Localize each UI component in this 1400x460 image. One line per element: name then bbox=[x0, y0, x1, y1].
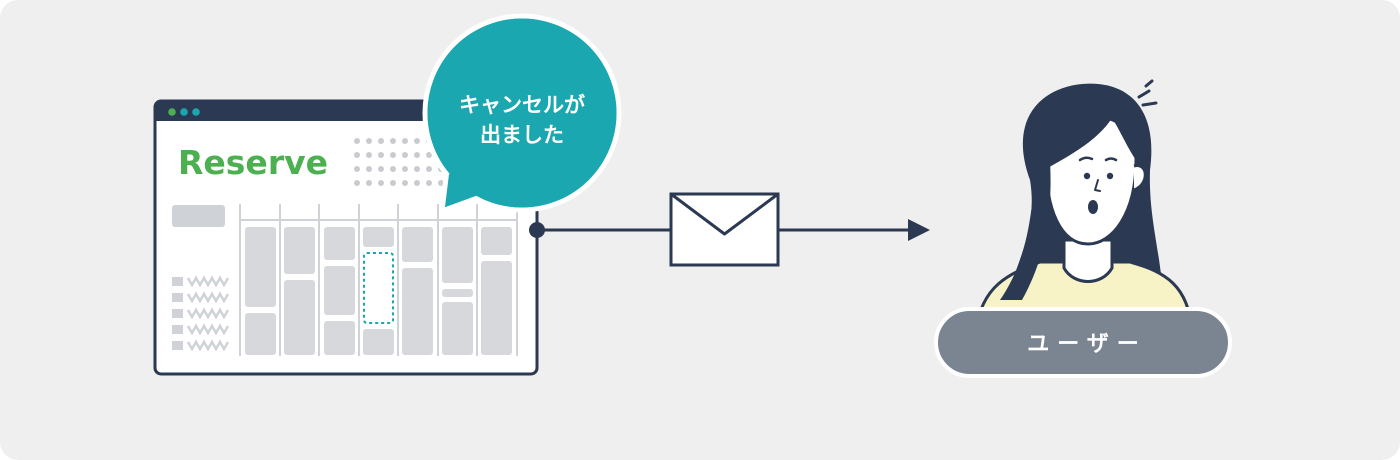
grid-dot bbox=[354, 138, 360, 144]
sidebar-list bbox=[172, 275, 230, 352]
sidebar-item-placeholder-text bbox=[186, 275, 230, 288]
sidebar-item-placeholder-text bbox=[186, 307, 230, 320]
grid-dot bbox=[378, 152, 384, 158]
calendar-grid bbox=[239, 204, 518, 356]
grid-dot bbox=[366, 138, 372, 144]
cancellation-speech-bubble: キャンセルが 出ました bbox=[422, 13, 622, 214]
sidebar-item-marker bbox=[172, 309, 183, 318]
sidebar-item-placeholder-text bbox=[186, 323, 230, 336]
grid-dot bbox=[438, 180, 444, 186]
app-logo: Reserve bbox=[178, 143, 328, 182]
grid-dot bbox=[414, 166, 420, 172]
grid-dot bbox=[414, 152, 420, 158]
grid-dot bbox=[378, 180, 384, 186]
sidebar-item-placeholder-text bbox=[186, 291, 230, 304]
arrow-right-icon bbox=[908, 219, 930, 241]
sidebar-item-marker bbox=[172, 293, 183, 302]
window-dots-icon bbox=[168, 108, 200, 116]
grid-dot bbox=[366, 166, 372, 172]
connector-node bbox=[529, 222, 545, 238]
grid-dot bbox=[354, 180, 360, 186]
user-badge-label: ユーザー bbox=[1027, 332, 1147, 357]
email-flow bbox=[529, 192, 930, 267]
grid-dot bbox=[426, 152, 432, 158]
grid-dot bbox=[402, 138, 408, 144]
surprised-user-illustration bbox=[974, 79, 1194, 332]
grid-dot bbox=[402, 166, 408, 172]
grid-dot bbox=[390, 152, 396, 158]
grid-dot bbox=[402, 152, 408, 158]
grid-dot bbox=[378, 166, 384, 172]
grid-dot bbox=[414, 180, 420, 186]
grid-dot bbox=[390, 166, 396, 172]
sidebar-item-placeholder-text bbox=[186, 339, 230, 352]
bubble-text-line2: 出ました bbox=[480, 123, 564, 147]
grid-dot bbox=[390, 180, 396, 186]
grid-dot bbox=[354, 152, 360, 158]
user-badge: ユーザー bbox=[934, 307, 1232, 378]
grid-dot bbox=[354, 166, 360, 172]
sidebar-item-marker bbox=[172, 341, 183, 350]
grid-dot bbox=[366, 152, 372, 158]
envelope-icon bbox=[669, 192, 780, 267]
surprise-marks-icon bbox=[1137, 79, 1158, 107]
sidebar-button bbox=[172, 205, 225, 227]
grid-dot bbox=[402, 180, 408, 186]
grid-dot bbox=[426, 180, 432, 186]
grid-dot bbox=[426, 166, 432, 172]
bubble-text-line1: キャンセルが bbox=[459, 93, 585, 117]
grid-dot bbox=[366, 180, 372, 186]
grid-dot bbox=[378, 138, 384, 144]
sidebar-item-marker bbox=[172, 277, 183, 286]
grid-dot bbox=[414, 138, 420, 144]
sidebar-item-marker bbox=[172, 325, 183, 334]
grid-dot bbox=[390, 138, 396, 144]
